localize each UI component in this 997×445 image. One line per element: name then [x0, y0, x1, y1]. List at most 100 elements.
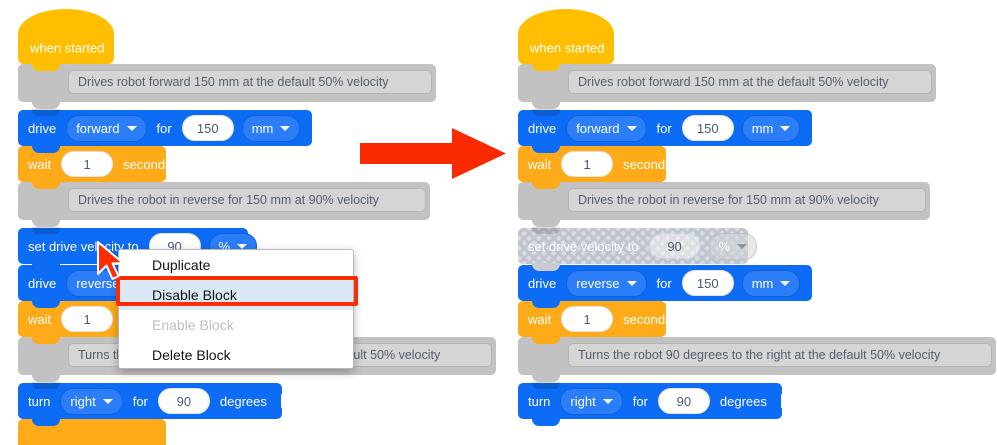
block-notch	[532, 145, 560, 152]
context-menu-item-label: Disable Block	[152, 287, 237, 303]
dropdown-velocity-unit[interactable]: %	[708, 232, 758, 260]
chevron-down-icon	[626, 125, 637, 131]
block-label: when started	[30, 40, 105, 55]
dropdown-value: mm	[251, 120, 274, 136]
comment-text: Drives robot forward 150 mm at the defau…	[568, 70, 932, 94]
block-bump	[532, 374, 560, 382]
numeric-input-seconds[interactable]: 1	[561, 151, 614, 177]
block-turn-right-right[interactable]: turn right for 90 degrees	[518, 382, 792, 426]
block-bump	[532, 418, 560, 426]
dropdown-value: right	[70, 393, 96, 409]
block-wait-right-1[interactable]: wait 1 seconds	[518, 145, 672, 189]
block-notch	[32, 109, 60, 116]
block-notch	[532, 336, 560, 343]
block-word-for: for	[156, 120, 172, 136]
block-word-seconds: seconds	[623, 311, 672, 327]
comment-block-left-2[interactable]: Drives the robot in reverse for 150 mm a…	[18, 181, 430, 227]
block-word-seconds: seconds	[123, 156, 172, 172]
block-set-drive-velocity-right-disabled[interactable]: set drive velocity to 90 %	[518, 227, 758, 271]
block-notch	[532, 109, 560, 116]
block-notch	[32, 181, 60, 188]
dropdown-direction[interactable]: forward	[66, 114, 147, 142]
numeric-input-degrees[interactable]: 90	[657, 388, 710, 414]
block-wait-left-1[interactable]: wait 1 seconds	[18, 145, 172, 189]
block-drive-forward-right[interactable]: drive forward for 150 mm	[518, 109, 824, 153]
block-notch	[532, 181, 560, 188]
dropdown-direction[interactable]: reverse	[566, 269, 647, 297]
dropdown-value: reverse	[576, 275, 620, 291]
dropdown-unit[interactable]: mm	[741, 114, 801, 142]
block-turn-right-left[interactable]: turn right for 90 degrees	[18, 382, 292, 426]
comment-text: Drives the robot in reverse for 150 mm a…	[68, 188, 426, 212]
block-word-seconds: seconds	[623, 156, 672, 172]
hat-dome	[18, 9, 114, 43]
numeric-input-seconds[interactable]: 1	[61, 306, 114, 332]
play-icon[interactable]	[280, 394, 292, 408]
block-notch	[532, 227, 560, 234]
comment-block-left-1[interactable]: Drives robot forward 150 mm at the defau…	[18, 63, 436, 109]
hat-dome	[518, 9, 614, 43]
numeric-input-degrees[interactable]: 90	[157, 388, 210, 414]
block-notch	[32, 264, 60, 271]
dropdown-unit[interactable]: mm	[741, 269, 801, 297]
block-drive-forward-left[interactable]: drive forward for 150 mm	[18, 109, 324, 153]
right-arrow-icon	[360, 128, 506, 179]
numeric-input-distance[interactable]: 150	[681, 270, 734, 296]
dropdown-value: reverse	[76, 275, 120, 291]
comment-text: Turns the robot 90 degrees to the right …	[568, 343, 992, 367]
mouse-cursor-icon	[97, 241, 124, 280]
block-word-drive: drive	[528, 275, 557, 291]
block-word-drive: drive	[28, 120, 57, 136]
block-notch	[32, 300, 60, 307]
dropdown-unit[interactable]: mm	[241, 114, 301, 142]
chevron-down-icon	[237, 243, 248, 249]
context-menu-item-label: Delete Block	[152, 347, 231, 363]
block-when-started-left[interactable]: when started	[18, 9, 114, 71]
block-bump	[532, 219, 560, 227]
chevron-down-icon	[737, 243, 748, 249]
block-word-degrees: degrees	[219, 393, 267, 409]
context-menu[interactable]: Duplicate Disable Block Enable Block Del…	[118, 249, 354, 369]
chevron-down-icon	[626, 280, 637, 286]
dropdown-value: right	[570, 393, 596, 409]
block-notch	[532, 300, 560, 307]
block-word-wait: wait	[28, 311, 52, 327]
context-menu-item-delete-block[interactable]: Delete Block	[119, 340, 353, 370]
numeric-input-seconds[interactable]: 1	[61, 151, 114, 177]
block-notch	[32, 382, 60, 389]
block-notch	[32, 145, 60, 152]
comment-block-right-1[interactable]: Drives robot forward 150 mm at the defau…	[518, 63, 936, 109]
block-notch	[32, 227, 60, 234]
dropdown-value: %	[218, 238, 231, 254]
dropdown-value: %	[718, 238, 731, 254]
comment-text: Drives the robot in reverse for 150 mm a…	[568, 188, 926, 212]
dropdown-turn-direction[interactable]: right	[60, 387, 123, 415]
block-word-set-drive-velocity: set drive velocity to	[28, 238, 139, 254]
block-word-for: for	[656, 275, 672, 291]
context-menu-item-label: Duplicate	[152, 257, 211, 273]
play-icon[interactable]	[780, 394, 792, 408]
dropdown-turn-direction[interactable]: right	[560, 387, 623, 415]
dropdown-direction[interactable]: forward	[566, 114, 647, 142]
comment-block-right-2[interactable]: Drives the robot in reverse for 150 mm a…	[518, 181, 930, 227]
play-icon[interactable]	[812, 121, 824, 135]
block-wait-right-2[interactable]: wait 1 seconds	[518, 300, 672, 344]
play-icon[interactable]	[812, 276, 824, 290]
block-bump	[32, 101, 60, 109]
context-menu-item-disable-block[interactable]: Disable Block	[119, 280, 353, 310]
numeric-input-seconds[interactable]: 1	[561, 306, 614, 332]
comment-block-right-3[interactable]: Turns the robot 90 degrees to the right …	[518, 336, 996, 382]
chevron-down-icon	[280, 125, 291, 131]
numeric-input-distance[interactable]: 150	[681, 115, 734, 141]
numeric-input-distance[interactable]: 150	[181, 115, 234, 141]
context-menu-item-duplicate[interactable]: Duplicate	[119, 250, 353, 280]
block-when-started-right[interactable]: when started	[518, 9, 614, 71]
play-icon[interactable]	[312, 121, 324, 135]
block-word-for: for	[132, 393, 148, 409]
block-drive-reverse-right[interactable]: drive reverse for 150 mm	[518, 264, 824, 308]
block-bump	[532, 63, 560, 71]
block-bump	[32, 374, 60, 382]
numeric-input-velocity[interactable]: 90	[648, 233, 701, 259]
block-partial-bottom-left[interactable]	[18, 418, 166, 445]
chevron-down-icon	[126, 125, 137, 131]
